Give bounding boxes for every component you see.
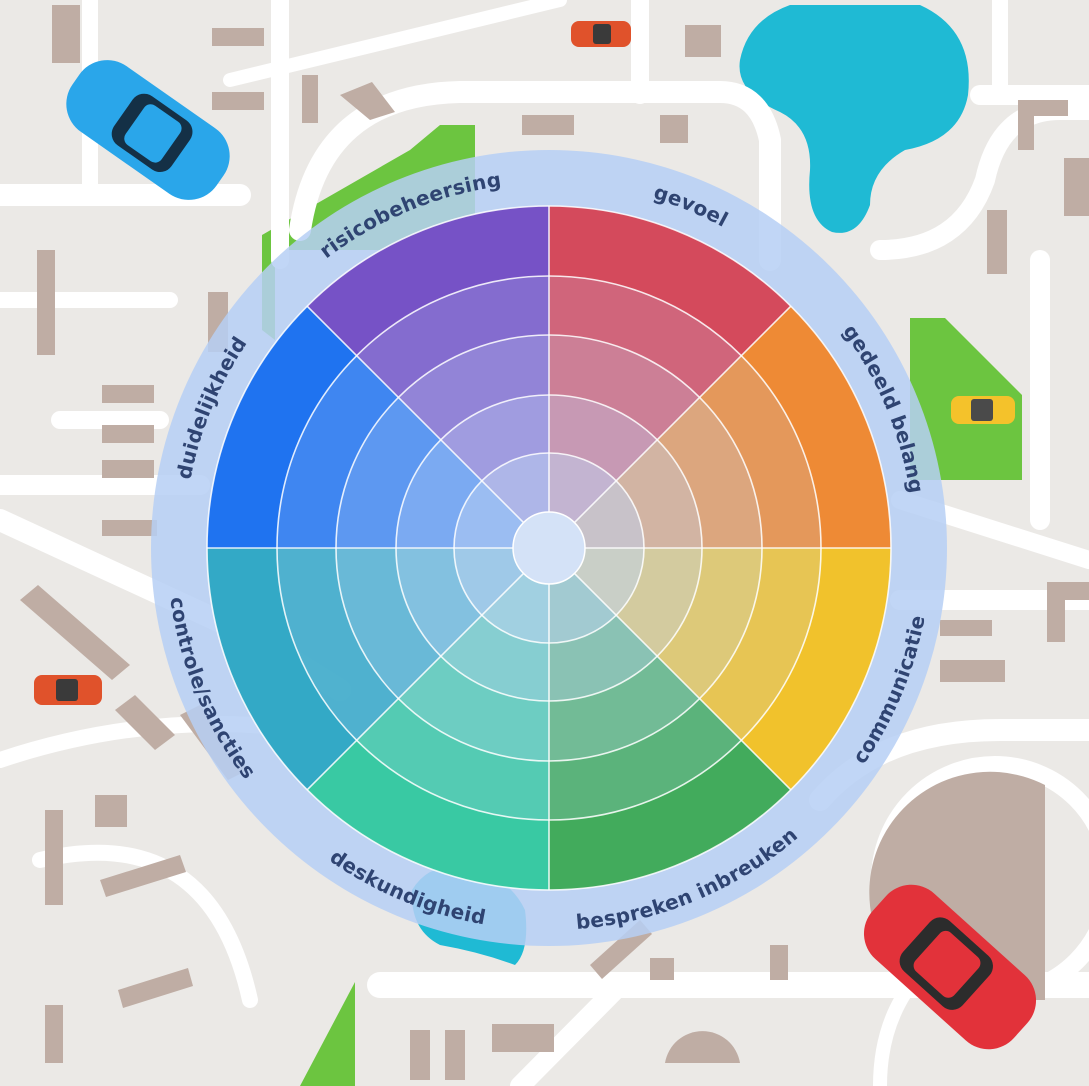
building [660,115,688,143]
orange-car [34,675,102,705]
building [940,620,992,636]
building [102,385,154,403]
building [410,1030,430,1080]
building [492,1024,554,1052]
building [52,5,80,63]
building [940,660,1005,682]
building [1047,582,1065,642]
building [212,28,264,46]
building [212,92,264,110]
building [95,795,127,827]
building [1064,158,1089,216]
building [770,945,788,980]
building [987,210,1007,274]
wheel-hub [513,512,585,584]
building [685,25,721,57]
yellow-car [951,396,1015,424]
building [1018,100,1034,150]
building [650,958,674,980]
building [102,520,157,536]
building [302,75,318,123]
building [45,1005,63,1063]
building [522,115,574,135]
building [37,250,55,355]
building [102,425,154,443]
building [45,810,63,905]
building [102,460,154,478]
building [445,1030,465,1080]
orange-car [571,21,631,47]
